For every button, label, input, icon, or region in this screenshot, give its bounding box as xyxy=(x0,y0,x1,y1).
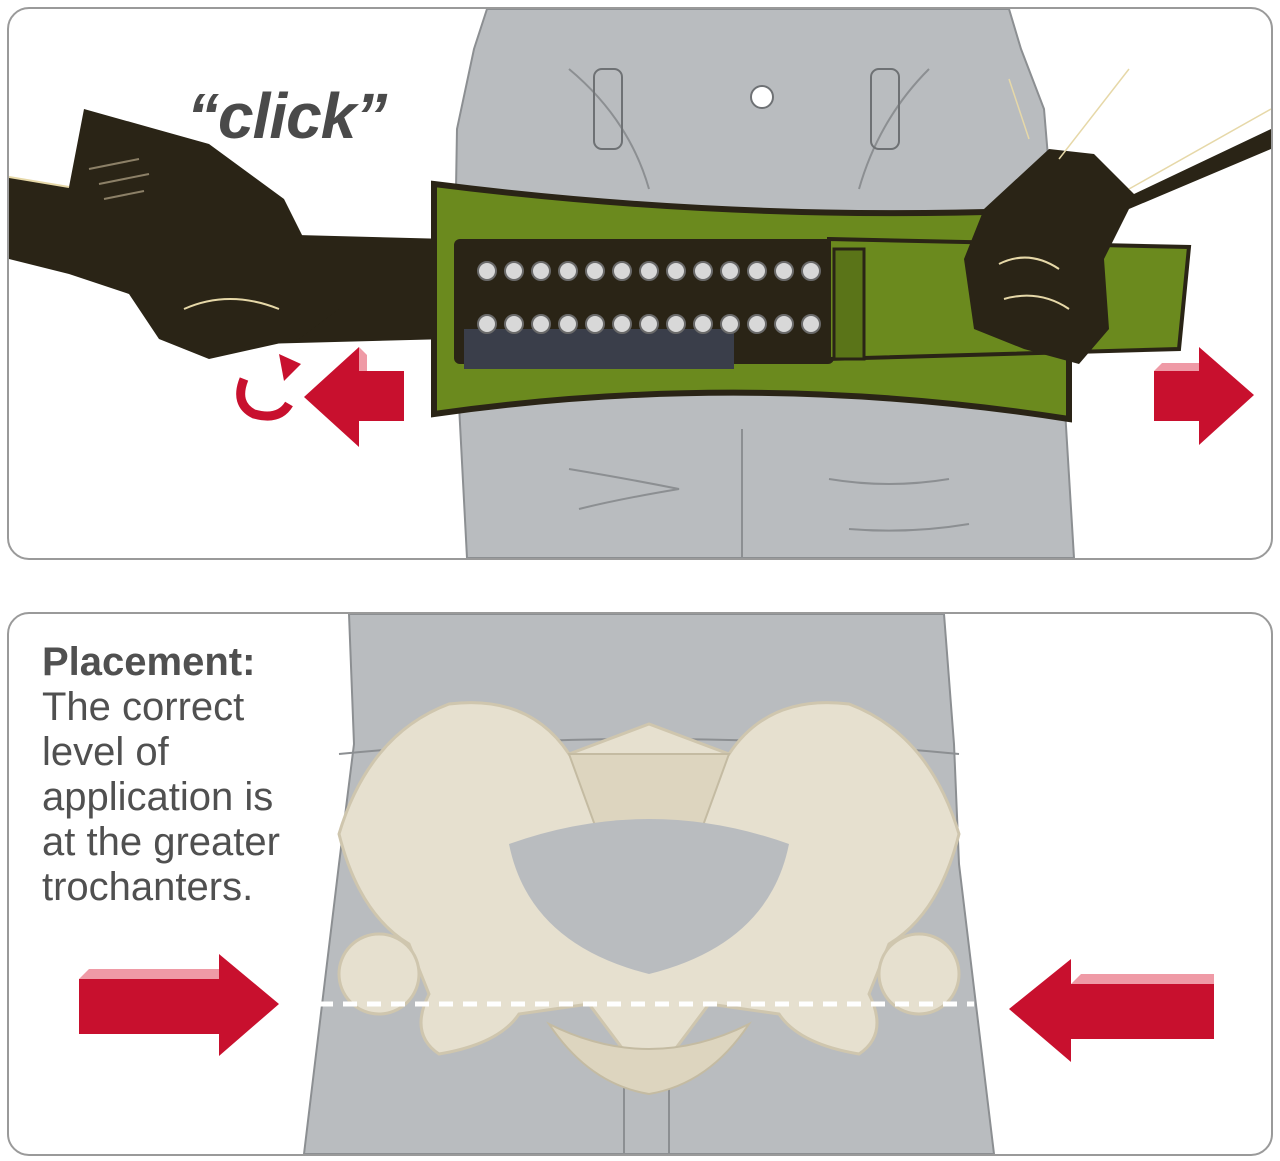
belt-hole xyxy=(504,261,524,281)
pull-left-arrow-icon xyxy=(304,347,404,447)
placement-text: The correct level of application is at t… xyxy=(42,685,280,909)
belt-hole xyxy=(720,261,740,281)
belt-illustration xyxy=(9,9,1271,558)
belt-tightening-panel: “click” xyxy=(7,7,1273,560)
belt-hole xyxy=(666,261,686,281)
belt-hole xyxy=(531,314,551,334)
belt-hole xyxy=(477,314,497,334)
click-sound-label: “click” xyxy=(187,80,387,152)
belt-hole xyxy=(801,314,821,334)
belt-hole xyxy=(639,261,659,281)
belt-hole xyxy=(747,261,767,281)
belt-hole xyxy=(774,314,794,334)
belt-hole xyxy=(693,261,713,281)
belt-holes xyxy=(477,261,821,334)
left-gloved-hand xyxy=(9,109,339,359)
belt-hole xyxy=(477,261,497,281)
right-gloved-hand xyxy=(964,68,1271,364)
belt-hole xyxy=(612,314,632,334)
placement-caption: Placement: The correct level of applicat… xyxy=(42,640,342,910)
placement-panel: Placement: The correct level of applicat… xyxy=(7,612,1273,1156)
belt-hole xyxy=(558,314,578,334)
belt-hole xyxy=(693,314,713,334)
push-right-arrow-icon xyxy=(79,954,279,1056)
pull-right-arrow-icon xyxy=(1154,347,1254,445)
belt-hole xyxy=(639,314,659,334)
placement-heading: Placement: xyxy=(42,640,256,684)
push-left-arrow-icon xyxy=(1009,959,1214,1062)
belt-hole xyxy=(612,261,632,281)
belt-hole xyxy=(666,314,686,334)
belt-hole xyxy=(720,314,740,334)
belt-hole xyxy=(585,314,605,334)
pelvis-illustration xyxy=(79,614,1214,1154)
belt-hole xyxy=(801,261,821,281)
belt-hole xyxy=(585,261,605,281)
belt-hole xyxy=(747,314,767,334)
rotate-arrow-icon xyxy=(236,354,301,421)
belt-hole xyxy=(558,261,578,281)
belt-hole xyxy=(504,314,524,334)
belt-hole xyxy=(774,261,794,281)
belt-hole xyxy=(531,261,551,281)
pelvis-bones xyxy=(337,701,961,1096)
